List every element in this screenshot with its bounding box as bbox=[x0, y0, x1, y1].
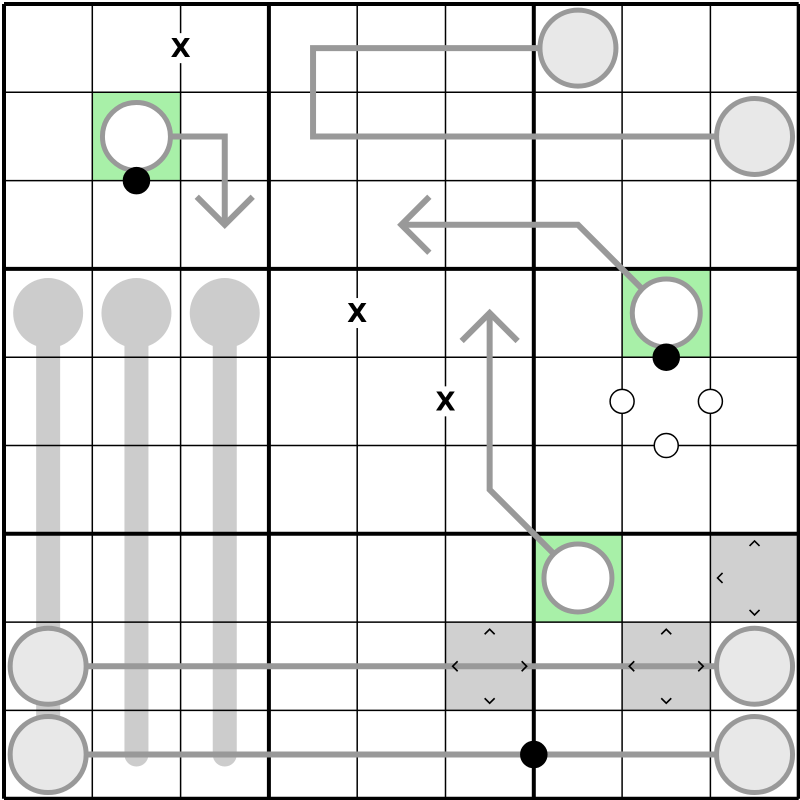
chevron-left-icon bbox=[716, 572, 724, 584]
connector-line-1 bbox=[310, 45, 755, 140]
arrow-shaft-2 bbox=[401, 221, 645, 292]
chevron-top-icon bbox=[748, 539, 761, 547]
cell-r3c2[interactable] bbox=[92, 180, 181, 269]
cell-r3c9[interactable] bbox=[710, 180, 799, 269]
x-mark-3: X bbox=[435, 387, 455, 417]
cell-r5c5[interactable] bbox=[357, 357, 446, 446]
circle-layer bbox=[7, 7, 796, 796]
thermometer-bulb-1 bbox=[13, 278, 84, 349]
cell-r3c4[interactable] bbox=[268, 180, 358, 269]
x-mark-backdrop-3 bbox=[433, 386, 458, 417]
thermometer-bulb-3 bbox=[189, 278, 260, 349]
big-circle-1 bbox=[537, 7, 619, 89]
x-mark-2: X bbox=[347, 299, 367, 329]
cell-r4c5[interactable] bbox=[357, 268, 446, 358]
cell-r6c5[interactable] bbox=[357, 445, 446, 534]
cell-r5c9[interactable] bbox=[710, 357, 799, 446]
chevron-left-icon bbox=[451, 660, 459, 672]
black-dot-1 bbox=[122, 166, 151, 195]
cell-r7c4[interactable] bbox=[268, 533, 358, 623]
cell-r7c6[interactable] bbox=[445, 533, 534, 623]
x-mark-backdrop-2 bbox=[345, 298, 370, 329]
connector-layer bbox=[48, 45, 755, 758]
cell-r1c1[interactable] bbox=[4, 4, 93, 93]
big-circle-5 bbox=[714, 625, 796, 707]
mark-layer: X X X bbox=[122, 33, 761, 769]
cell-r1c9[interactable] bbox=[710, 4, 799, 93]
cell-r5c7[interactable] bbox=[533, 357, 623, 446]
cell-r4c4[interactable] bbox=[268, 268, 358, 358]
white-dot-4 bbox=[609, 388, 635, 415]
cell-r2c1[interactable] bbox=[4, 92, 93, 181]
cell-r6c7[interactable] bbox=[533, 445, 623, 534]
chevron-bottom-icon bbox=[484, 697, 496, 705]
cell-r1c2[interactable] bbox=[92, 4, 181, 93]
cell-r7c8[interactable] bbox=[622, 533, 711, 623]
chevron-top-icon bbox=[660, 628, 672, 635]
chevron-top-icon bbox=[484, 628, 496, 635]
cell-r5c8[interactable] bbox=[622, 357, 711, 446]
arrow-head-2 bbox=[397, 194, 432, 255]
cell-r7c9[interactable] bbox=[710, 533, 799, 623]
cell-r3c1[interactable] bbox=[4, 180, 93, 269]
cell-r6c8[interactable] bbox=[622, 445, 711, 534]
x-mark-backdrop-1 bbox=[168, 33, 193, 64]
arrow-shaft-3 bbox=[486, 313, 557, 557]
big-circle-6 bbox=[714, 714, 796, 796]
cell-r6c9[interactable] bbox=[710, 445, 799, 534]
arrow-bulb-3 bbox=[541, 541, 615, 615]
black-dot-3 bbox=[520, 740, 548, 769]
chevron-bottom-icon bbox=[660, 697, 672, 705]
big-circle-3 bbox=[7, 625, 89, 707]
big-circle-2 bbox=[714, 95, 796, 177]
chevron-left-icon bbox=[628, 660, 635, 672]
cell-r4c9[interactable] bbox=[710, 268, 799, 358]
cell-r1c8[interactable] bbox=[622, 4, 711, 93]
arrow-bulb-1 bbox=[99, 99, 173, 173]
arrow-shaft-1 bbox=[170, 133, 228, 225]
x-mark-1: X bbox=[171, 34, 191, 64]
chevron-right-icon bbox=[697, 660, 705, 672]
cell-r4c7[interactable] bbox=[533, 268, 623, 358]
chevron-bottom-icon bbox=[748, 609, 761, 617]
arrow-head-3 bbox=[459, 308, 520, 344]
arrow-bulb-2 bbox=[629, 276, 703, 350]
chevron-right-icon bbox=[521, 660, 528, 672]
thermometer-bulb-2 bbox=[101, 278, 172, 349]
cell-r1c3[interactable] bbox=[180, 4, 269, 93]
black-dot-2 bbox=[652, 343, 680, 371]
white-dot-6 bbox=[653, 432, 679, 459]
cell-r5c4[interactable] bbox=[268, 357, 358, 446]
white-dot-5 bbox=[697, 388, 724, 415]
big-circle-4 bbox=[7, 714, 89, 796]
cell-r3c8[interactable] bbox=[622, 180, 711, 269]
arrow-head-1 bbox=[194, 194, 255, 229]
cell-r6c4[interactable] bbox=[268, 445, 358, 534]
cell-r7c5[interactable] bbox=[357, 533, 446, 623]
